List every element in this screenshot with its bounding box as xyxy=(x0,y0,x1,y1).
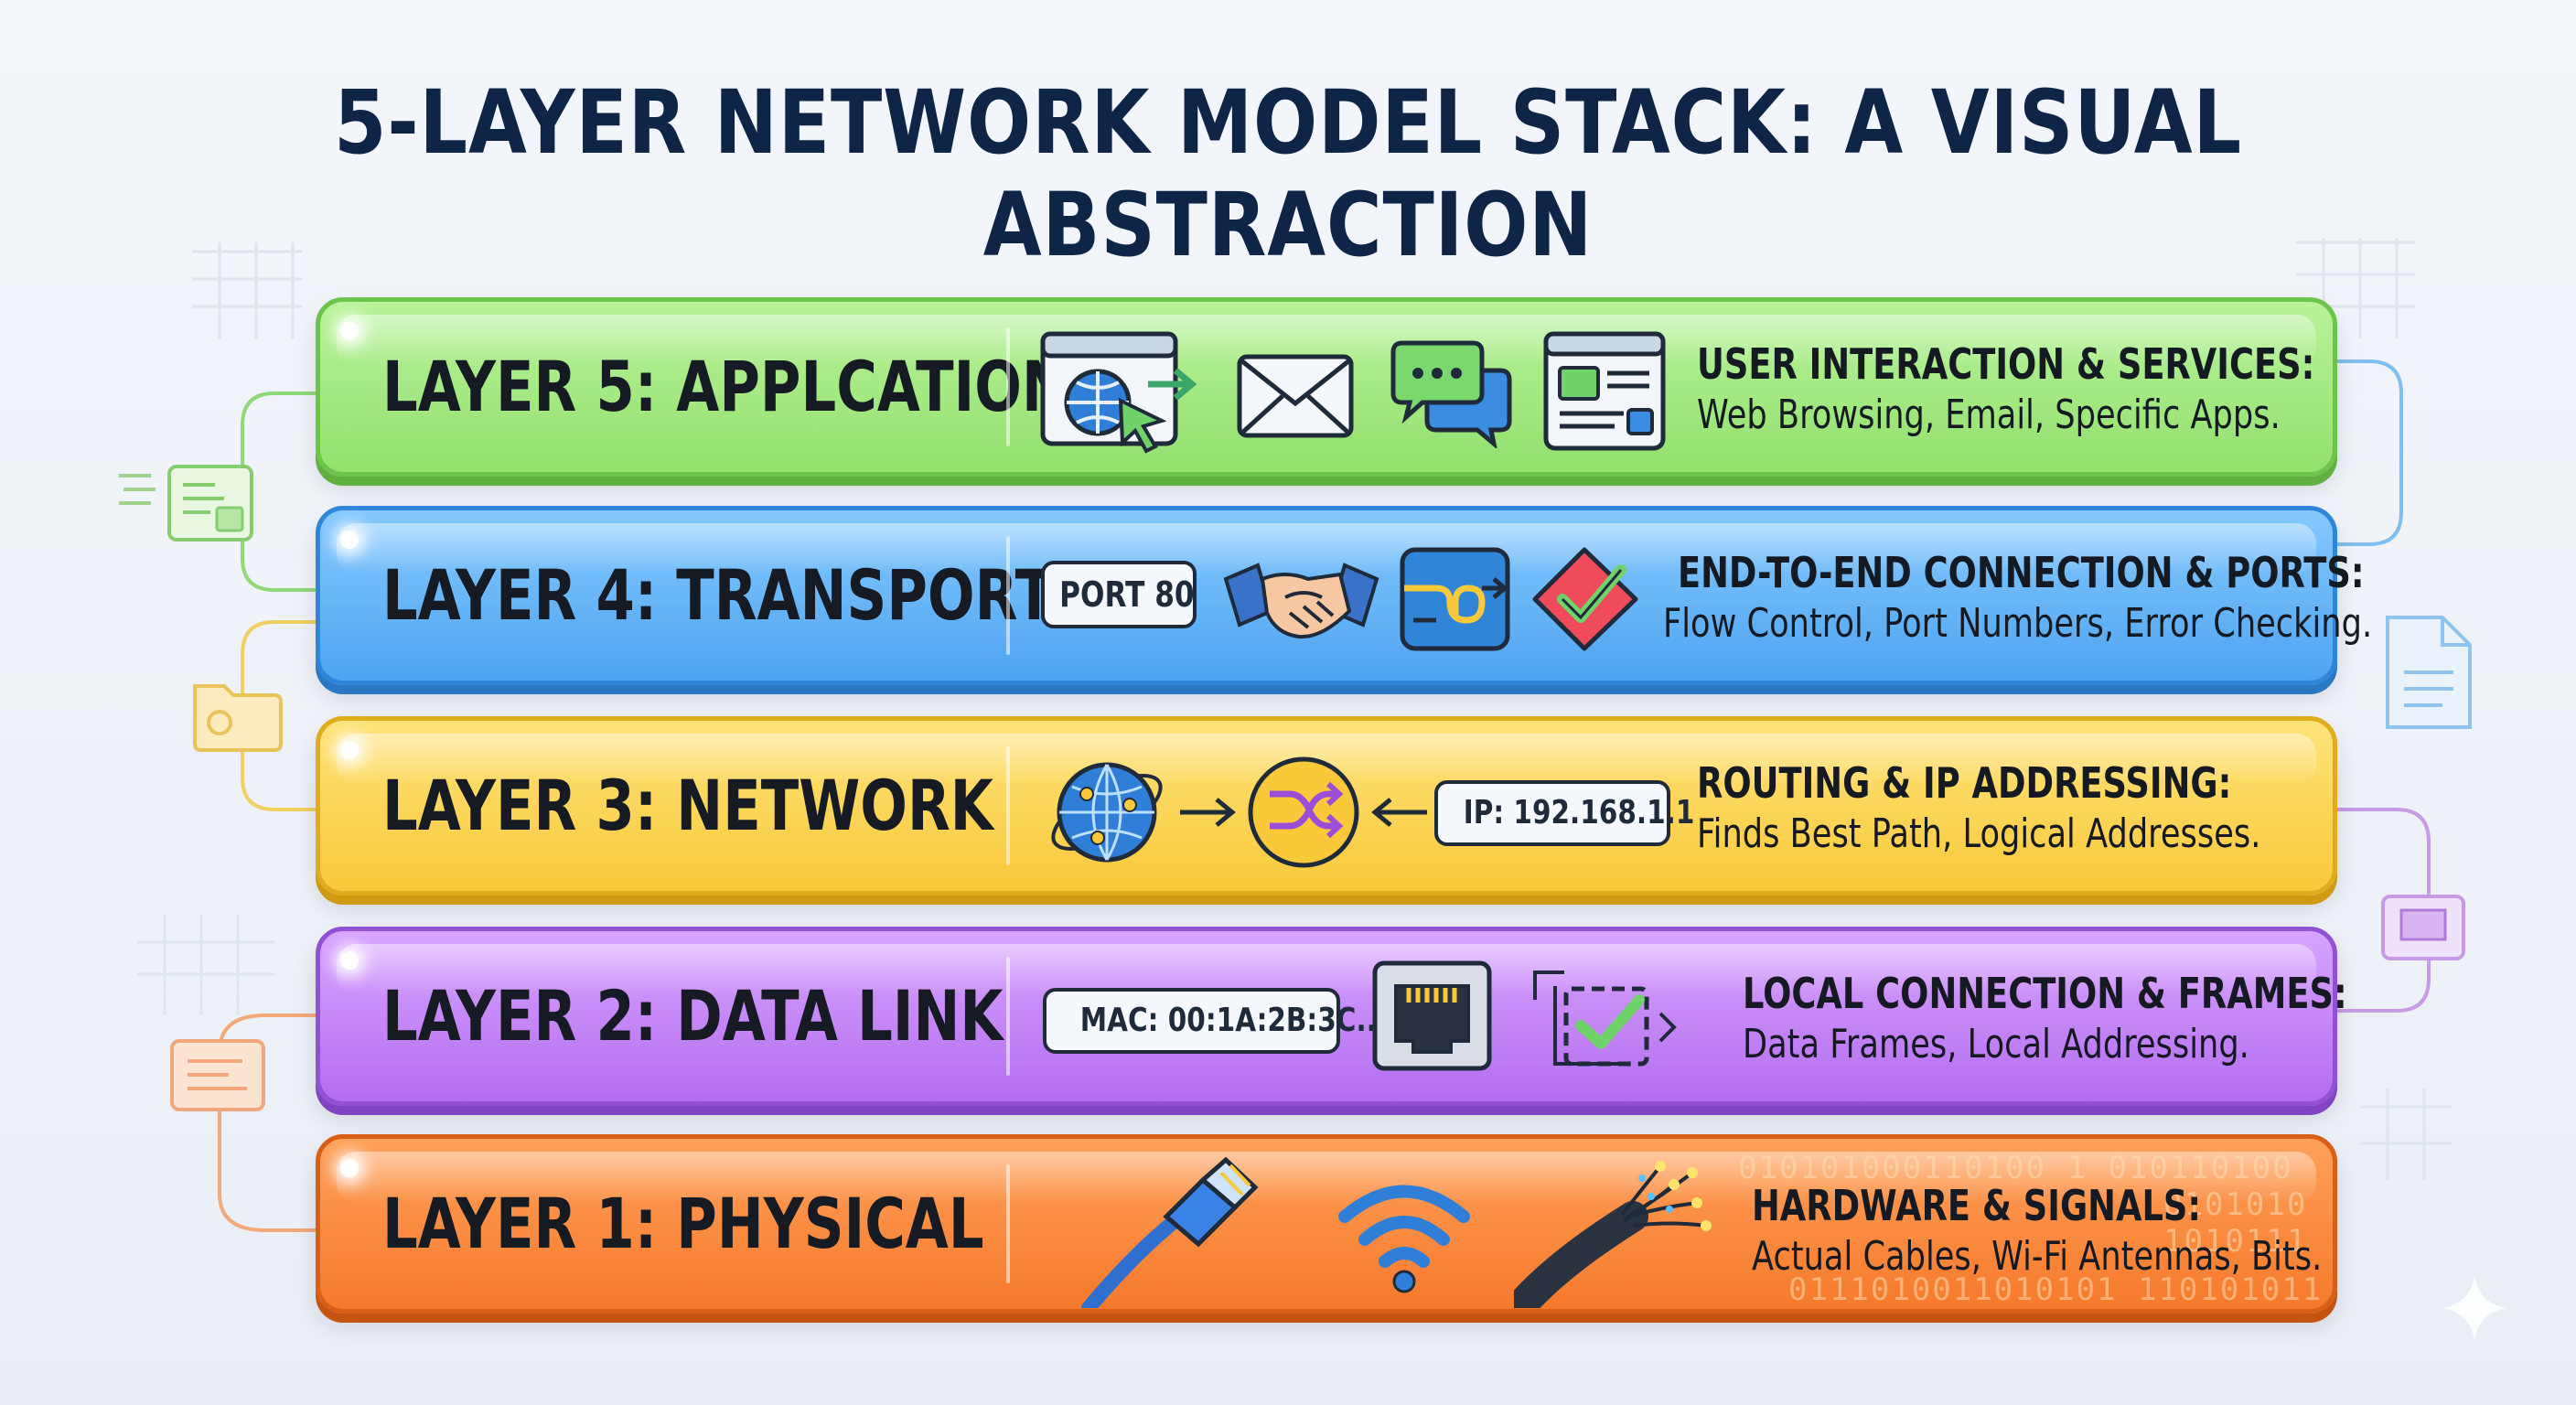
chat-bubbles-icon xyxy=(1390,340,1512,448)
layer-2-description: LOCAL CONNECTION & FRAMES: Data Frames, … xyxy=(1743,968,2498,1070)
layer-5-description: USER INTERACTION & SERVICES: Web Browsin… xyxy=(1697,338,2469,441)
bits-row-3: 1010111 xyxy=(2163,1223,2308,1260)
router-shuffle-icon xyxy=(1248,756,1359,868)
sparkle-icon xyxy=(2442,1276,2506,1340)
layer-4-heading: END-TO-END CONNECTION & PORTS: xyxy=(1678,548,2365,597)
layer-4-description: END-TO-END CONNECTION & PORTS: Flow Cont… xyxy=(1663,547,2549,649)
page-deco-icon xyxy=(2386,616,2472,729)
arrow-left-icon xyxy=(1371,798,1427,827)
globe-network-icon xyxy=(1051,762,1163,863)
port-badge: PORT 80 xyxy=(1041,561,1197,628)
envelope-icon xyxy=(1237,354,1354,438)
layer-3-description: ROUTING & IP ADDRESSING: Finds Best Path… xyxy=(1697,757,2402,860)
layer-1-description: HARDWARE & SIGNALS: Actual Cables, Wi-Fi… xyxy=(1752,1180,2464,1282)
bits-row-1: 010101000110100 1 010110100 xyxy=(1738,1150,2293,1186)
layer-3-detail: Finds Best Path, Logical Addresses. xyxy=(1697,810,2261,857)
port-deco-icon xyxy=(2381,895,2465,960)
glow-dot xyxy=(340,531,359,549)
layer-4-transport: LAYER 4: TRANSPORT PORT 80 END-TO-END CO… xyxy=(316,506,2372,685)
flow-arrows-icon xyxy=(1400,547,1510,651)
layer-1-name: LAYER 1: PHYSICAL xyxy=(382,1183,984,1264)
layer-3-heading: ROUTING & IP ADDRESSING: xyxy=(1697,758,2232,808)
layer-4-detail: Flow Control, Port Numbers, Error Checki… xyxy=(1663,600,2373,647)
layer-5-name: LAYER 5: APPLCATION xyxy=(382,346,1068,427)
glow-dot xyxy=(340,322,359,340)
ethernet-cable-icon xyxy=(1081,1156,1259,1308)
layer-2-detail: Data Frames, Local Addressing. xyxy=(1743,1021,2249,1067)
arrow-right-icon xyxy=(1180,798,1236,827)
separator xyxy=(1006,746,1010,865)
check-diamond-icon xyxy=(1532,547,1638,651)
separator xyxy=(1006,327,1010,446)
file-deco-icon xyxy=(170,1039,265,1111)
glow-dot xyxy=(340,951,359,970)
layer-5-detail: Web Browsing, Email, Specific Apps. xyxy=(1697,391,2281,438)
layer-2-heading: LOCAL CONNECTION & FRAMES: xyxy=(1743,969,2347,1018)
separator xyxy=(1006,1164,1010,1283)
layer-3-name: LAYER 3: NETWORK xyxy=(382,765,993,846)
document-deco-icon xyxy=(119,465,253,542)
handshake-icon xyxy=(1223,563,1379,639)
layer-5-heading: USER INTERACTION & SERVICES: xyxy=(1697,339,2315,389)
layer-5-application: LAYER 5: APPLCATION USER INTERACTION & S… xyxy=(316,297,2337,477)
mac-badge: MAC: 00:1A:2B:3C... xyxy=(1043,988,1387,1054)
layer-1-physical: LAYER 1: PHYSICAL 010101000110100 1 0101… xyxy=(316,1134,2337,1314)
bits-row-2: 0101010 xyxy=(2163,1186,2308,1223)
glow-dot xyxy=(340,741,359,759)
bits-row-4: 0111010011010101 110101011 xyxy=(1788,1271,2324,1308)
frame-check-icon xyxy=(1533,971,1677,1067)
ip-badge-label: IP: 192.168.1.1 xyxy=(1463,794,1695,831)
layer-2-name: LAYER 2: DATA LINK xyxy=(382,975,1004,1056)
mac-badge-label: MAC: 00:1A:2B:3C... xyxy=(1079,1002,1388,1039)
folder-deco-icon xyxy=(193,684,283,752)
app-window-icon xyxy=(1543,331,1666,451)
separator xyxy=(1006,536,1010,655)
layer-1-detail: Actual Cables, Wi-Fi Antennas, Bits. xyxy=(1752,1233,2323,1280)
wifi-icon xyxy=(1338,1185,1470,1293)
ethernet-port-icon xyxy=(1372,960,1492,1071)
page-title: 5-LAYER NETWORK MODEL STACK: A VISUAL AB… xyxy=(334,71,2242,276)
ip-badge: IP: 192.168.1.1 xyxy=(1434,780,1694,846)
layer-1-heading: HARDWARE & SIGNALS: xyxy=(1752,1181,2202,1230)
layer-4-name: LAYER 4: TRANSPORT xyxy=(382,554,1054,636)
fiber-optic-icon xyxy=(1514,1161,1712,1308)
glow-dot xyxy=(340,1159,359,1177)
layer-2-data-link: LAYER 2: DATA LINK MAC: 00:1A:2B:3C... L… xyxy=(316,927,2347,1106)
separator xyxy=(1006,957,1010,1076)
layer-3-network: LAYER 3: NETWORK IP: 192.168.1.1 ROUTING… xyxy=(316,716,2337,896)
port-badge-label: PORT 80 xyxy=(1059,574,1195,615)
browser-globe-icon xyxy=(1040,331,1197,454)
